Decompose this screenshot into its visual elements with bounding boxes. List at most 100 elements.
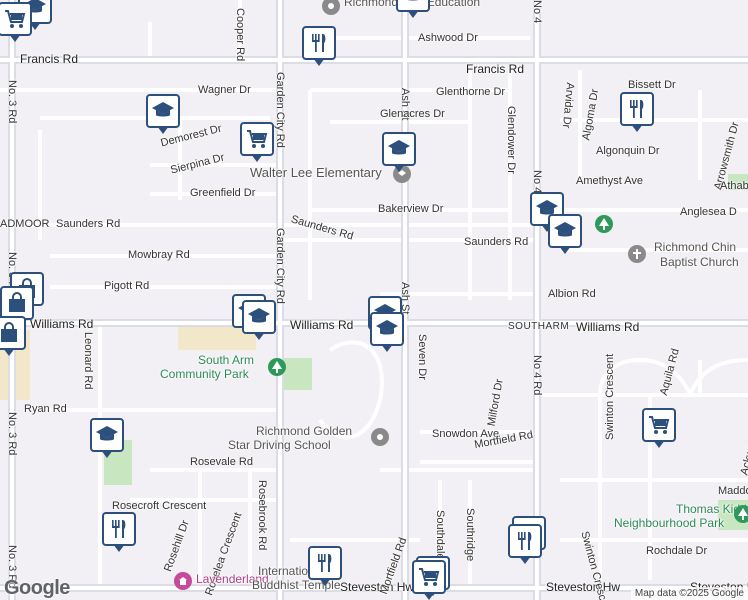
school-marker-7[interactable] bbox=[242, 300, 276, 340]
poi-label-thomas-kidd-1[interactable]: Thomas Kidd bbox=[676, 502, 747, 516]
park-icon-thomas-kidd[interactable] bbox=[734, 505, 748, 523]
road-label-pigott: Pigott Rd bbox=[104, 280, 150, 292]
food-icon bbox=[620, 92, 654, 126]
school-marker-walter-lee[interactable] bbox=[382, 132, 416, 172]
road-label-no4-top: No 4 bbox=[531, 0, 543, 24]
cart-icon bbox=[0, 2, 32, 36]
restaurant-marker-2[interactable] bbox=[620, 92, 654, 132]
road-label-no3-n: No. 3 Rd bbox=[6, 80, 18, 124]
road-label-francis-w: Francis Rd bbox=[20, 52, 79, 66]
cart-icon bbox=[412, 560, 446, 594]
road-label-southridge: Southridge bbox=[464, 508, 476, 562]
road-label-athab: Athab bbox=[720, 180, 748, 192]
school-icon bbox=[90, 418, 124, 452]
shopping-marker-2[interactable] bbox=[240, 122, 274, 162]
restaurant-marker-6[interactable] bbox=[308, 546, 342, 586]
road-label-rosebrook: Rosebrook Rd bbox=[256, 480, 268, 551]
park-icon-east[interactable] bbox=[595, 215, 613, 233]
road-label-anglesea: Anglesea D bbox=[680, 206, 737, 218]
bag-icon bbox=[0, 316, 26, 350]
school-marker-3[interactable] bbox=[146, 94, 180, 134]
road-label-garden-city-n: Garden City Rd bbox=[274, 72, 286, 148]
poi-label-thomas-kidd-2[interactable]: Neighbourhood Park bbox=[614, 516, 725, 530]
restaurant-marker-5[interactable] bbox=[508, 524, 542, 564]
temple-icon-lavenderland[interactable] bbox=[174, 572, 192, 590]
road-label-admoor: ADMOOR bbox=[0, 218, 50, 230]
road-label-wagner: Wagner Dr bbox=[198, 84, 251, 96]
road-label-rosevale: Rosevale Rd bbox=[190, 456, 253, 468]
road-label-no4-s: No 4 Rd bbox=[531, 355, 543, 396]
map-attribution: Map data ©2025 Google bbox=[630, 587, 748, 600]
school-marker-10[interactable] bbox=[90, 418, 124, 458]
poi-label-south-arm-2[interactable]: Community Park bbox=[160, 367, 249, 381]
road-label-seven: Seven Dr bbox=[416, 334, 428, 380]
road-label-amethyst: Amethyst Ave bbox=[576, 175, 644, 187]
road-label-rosecroft: Rosecroft Crescent bbox=[112, 500, 207, 512]
road-label-glenacres: Glenacres Dr bbox=[380, 108, 445, 120]
road-label-saunders-e: Saunders Rd bbox=[464, 236, 529, 248]
park-icon-south-arm[interactable] bbox=[268, 358, 286, 376]
shopping-marker-3[interactable] bbox=[642, 408, 676, 448]
store-marker-3[interactable] bbox=[0, 316, 26, 356]
shopping-marker-5[interactable] bbox=[412, 560, 446, 600]
poi-label-golden-star-2[interactable]: Star Driving School bbox=[228, 438, 331, 452]
road-label-glendower: Glendower Dr bbox=[505, 106, 517, 174]
poi-label-buddhist-temple[interactable]: Buddhist Temple bbox=[252, 578, 341, 592]
road-label-no4-n: No 4 bbox=[531, 170, 543, 194]
road-label-algonquin: Algonquin Dr bbox=[596, 145, 660, 157]
store-marker-2[interactable] bbox=[0, 286, 34, 326]
poi-label-walter-lee[interactable]: Walter Lee Elementary bbox=[250, 165, 382, 180]
road-label-cooper: Cooper Rd bbox=[234, 8, 246, 62]
food-icon bbox=[308, 546, 342, 580]
food-icon bbox=[508, 524, 542, 558]
road-label-greenfield: Greenfield Dr bbox=[190, 187, 256, 199]
poi-label-golden-star-1[interactable]: Richmond Golden bbox=[256, 424, 353, 438]
road-label-williams-m: Williams Rd bbox=[290, 318, 354, 332]
road-label-francis-e: Francis Rd bbox=[466, 62, 525, 76]
bag-icon bbox=[0, 286, 34, 320]
road-label-bakerview: Bakerview Dr bbox=[378, 203, 444, 215]
school-marker-9[interactable] bbox=[370, 312, 404, 352]
google-logo: Google bbox=[4, 577, 70, 599]
poi-label-lavenderland[interactable]: Lavenderland bbox=[196, 572, 269, 586]
road-label-albion: Albion Rd bbox=[548, 288, 596, 300]
road-label-saunders-w: Saunders Rd bbox=[56, 218, 121, 230]
road-label-steveston-m: Steveston Hw bbox=[546, 580, 621, 594]
cart-icon bbox=[642, 408, 676, 442]
road-label-garden-city-s: Garden City Rd bbox=[274, 228, 286, 304]
school-icon bbox=[548, 214, 582, 248]
road-label-leonard: Leonard Rd bbox=[82, 332, 94, 390]
road-label-no3-s: No. 3 Rd bbox=[6, 412, 18, 456]
place-icon-golden-star[interactable] bbox=[371, 428, 389, 446]
school-marker-4[interactable] bbox=[530, 192, 564, 232]
road-label-glenthorne: Glenthorne Dr bbox=[436, 86, 506, 98]
poi-label-chinese-baptist-1[interactable]: Richmond Chin bbox=[654, 240, 737, 254]
shopping-marker-1[interactable] bbox=[0, 2, 32, 42]
cart-icon bbox=[240, 122, 274, 156]
road-label-bissett: Bissett Dr bbox=[628, 79, 676, 91]
school-icon bbox=[242, 300, 276, 334]
restaurant-marker-3[interactable] bbox=[102, 512, 136, 552]
school-icon bbox=[146, 94, 180, 128]
road-label-southarm: SOUTHARM bbox=[508, 321, 570, 332]
school-icon bbox=[382, 132, 416, 166]
food-icon bbox=[102, 512, 136, 546]
place-icon-richmond-education[interactable] bbox=[322, 0, 340, 15]
school-icon bbox=[370, 312, 404, 346]
restaurant-marker-1[interactable] bbox=[302, 26, 336, 66]
road-label-williams-e: Williams Rd bbox=[576, 320, 640, 334]
road-label-maddo: Maddo bbox=[718, 485, 748, 497]
road-label-southdale: Southdale bbox=[434, 510, 446, 560]
poi-label-intl-buddhist[interactable]: International bbox=[258, 564, 325, 578]
road-label-ryan: Ryan Rd bbox=[24, 403, 67, 415]
road-label-ashwood: Ashwood Dr bbox=[418, 32, 478, 44]
poi-label-chinese-baptist-2[interactable]: Baptist Church bbox=[660, 255, 739, 269]
school-marker-5[interactable] bbox=[548, 214, 582, 254]
road-label-rochdale: Rochdale Dr bbox=[646, 545, 708, 557]
poi-label-south-arm-1[interactable]: South Arm bbox=[198, 353, 255, 367]
school-marker-2[interactable] bbox=[396, 0, 430, 18]
food-icon bbox=[302, 26, 336, 60]
church-icon-chinese-baptist[interactable] bbox=[628, 245, 646, 263]
road-label-steveston-w: Steveston Hw bbox=[340, 580, 415, 594]
